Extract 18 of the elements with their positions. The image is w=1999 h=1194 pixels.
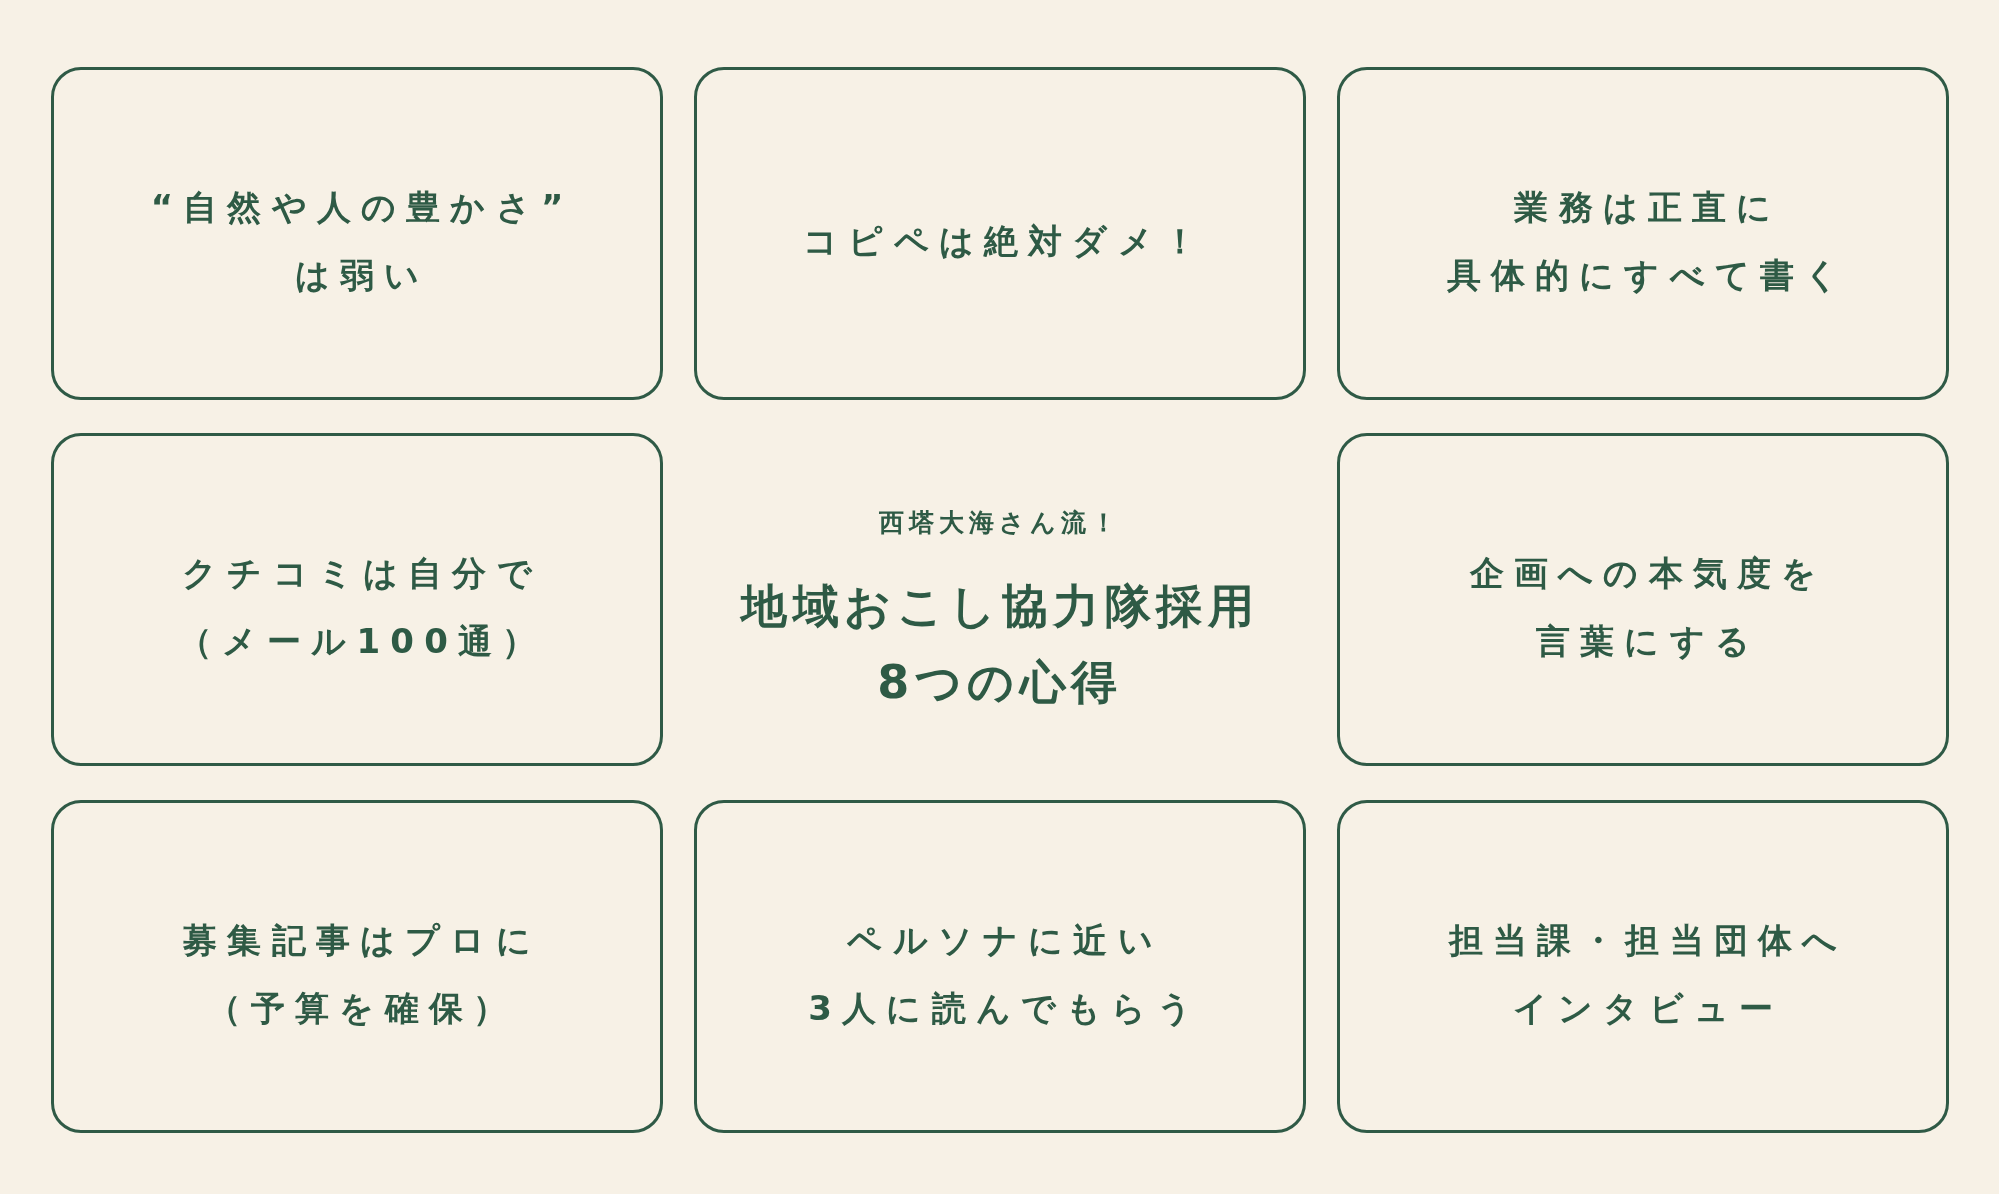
- card-text: コピペは絶対ダメ！: [802, 219, 1207, 263]
- tip-card: [51, 433, 663, 766]
- card-text: 担当課・担当団体へインタビュー: [1447, 918, 1848, 1030]
- tip-card: [1337, 433, 1949, 766]
- card-text: 企画への本気度を言葉にする: [1468, 551, 1827, 663]
- card-text: 業務は正直に具体的にすべて書く: [1445, 185, 1850, 297]
- card-text: “自然や人の豊かさ”は弱い: [149, 185, 574, 297]
- card-text: ペルソナに近い3人に読んでもらう: [807, 918, 1202, 1030]
- tip-card: [694, 800, 1306, 1133]
- tip-card: [51, 800, 663, 1133]
- subtitle: 西塔大海さん流！: [879, 507, 1121, 539]
- card-text: クチコミは自分で（メール100通）: [176, 551, 547, 663]
- tip-card: [51, 67, 663, 400]
- title: 地域おこし協力隊採用8つの心得: [741, 578, 1260, 711]
- tip-card: [694, 67, 1306, 400]
- tip-card: [1337, 800, 1949, 1133]
- card-text: 募集記事はプロに（予算を確保）: [182, 918, 541, 1030]
- tip-card: [1337, 67, 1949, 400]
